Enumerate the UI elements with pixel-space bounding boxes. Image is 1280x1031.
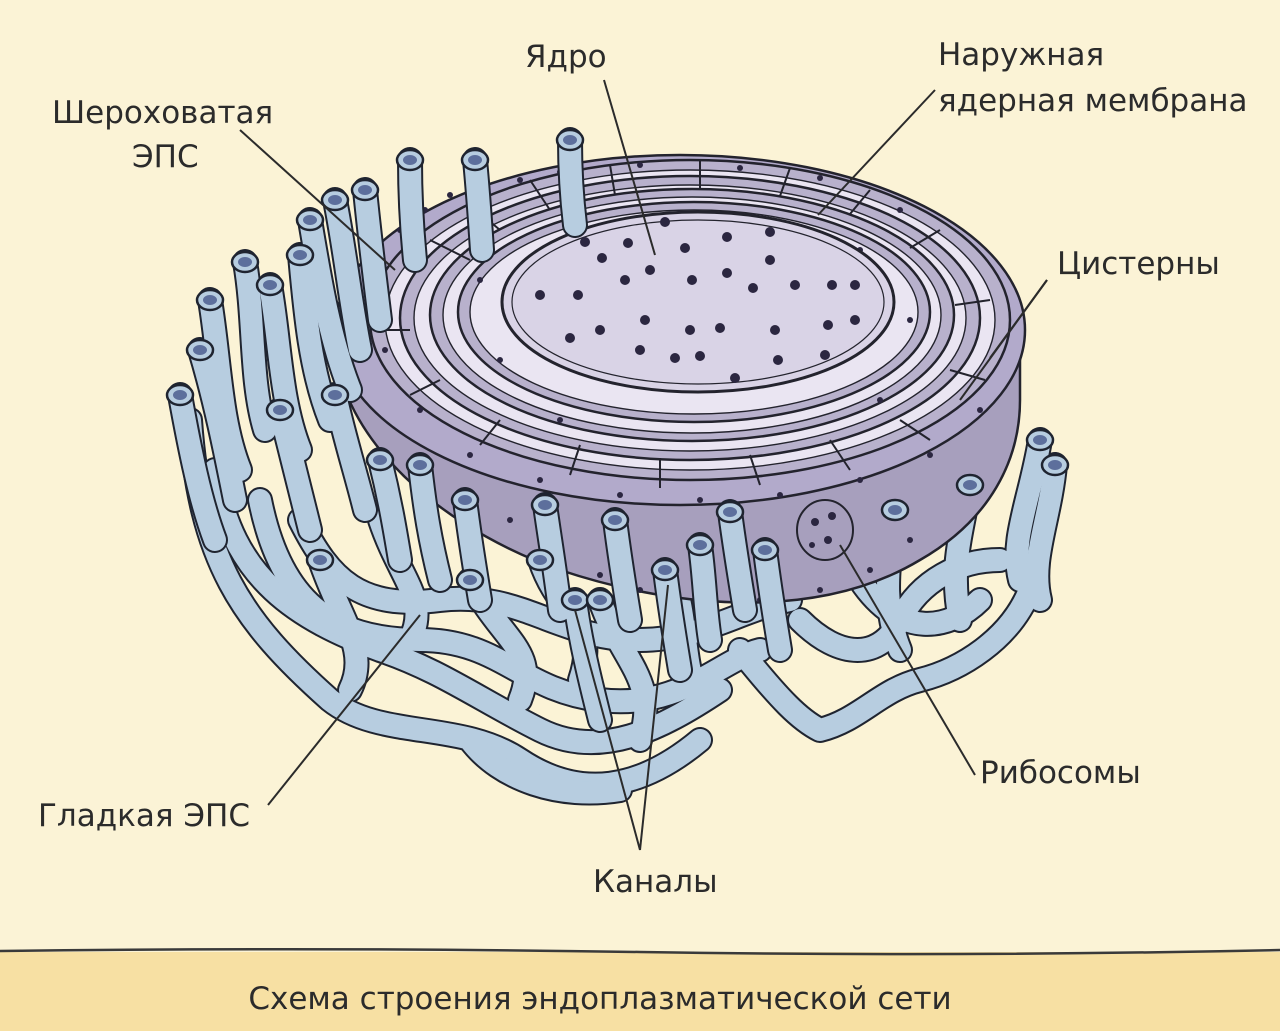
label-cisternae: Цистерны — [1057, 246, 1220, 282]
label-outer-membrane-line1: Наружная — [938, 37, 1104, 73]
leader-ribosomes — [839, 544, 976, 776]
leader-outer-membrane — [817, 89, 936, 216]
leader-channels-2 — [639, 584, 669, 851]
leader-nucleus — [603, 79, 656, 256]
label-smooth-er: Гладкая ЭПС — [38, 798, 250, 834]
smooth-er-front-tubes — [165, 127, 1070, 733]
label-channels: Каналы — [593, 864, 718, 900]
label-ribosomes: Рибосомы — [980, 755, 1141, 791]
label-rough-er-line2: ЭПС — [132, 139, 199, 175]
leader-channels-1 — [574, 609, 641, 851]
nucleus — [500, 210, 896, 394]
caption-band — [0, 952, 1280, 1031]
leader-lines — [239, 79, 1048, 851]
caption-divider — [0, 947, 1280, 956]
label-rough-er-line1: Шероховатая — [52, 95, 273, 131]
figure-caption: Схема строения эндоплазматической сети — [248, 981, 951, 1017]
label-nucleus: Ядро — [525, 39, 607, 75]
leader-smooth-er — [267, 614, 421, 806]
leader-cisternae-2 — [959, 279, 1048, 401]
leader-rough-er — [239, 129, 396, 271]
chromatin-dots — [535, 217, 860, 383]
label-outer-membrane-line2: ядерная мембрана — [938, 83, 1248, 119]
